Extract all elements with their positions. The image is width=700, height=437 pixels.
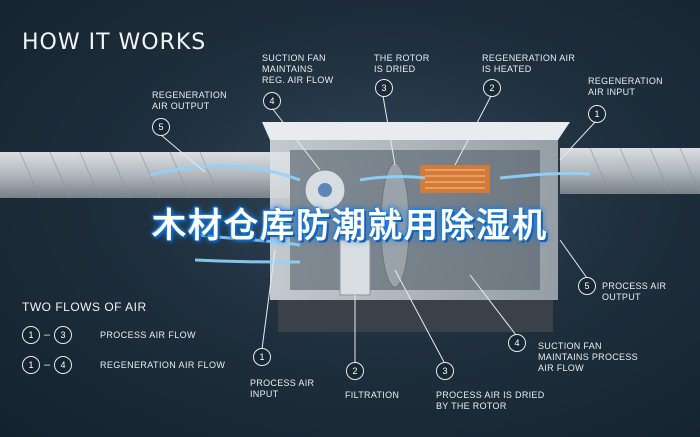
callout-regeneration-air-output-label: REGENERATION AIR OUTPUT — [152, 90, 227, 111]
leader-lines — [160, 95, 597, 363]
flow-row-regeneration: 1 – 4 REGENERATION AIR FLOW — [22, 355, 225, 375]
flow-regeneration-from-badge: 1 — [22, 356, 40, 374]
callout-regeneration-input-label: REGENERATION AIR INPUT — [588, 76, 663, 97]
filter — [339, 239, 371, 296]
callout-regeneration-heated-label: REGENERATION AIR IS HEATED — [482, 53, 576, 74]
flow-regeneration-label: REGENERATION AIR FLOW — [100, 360, 226, 370]
callout-3-top-badge: 3 — [375, 79, 393, 97]
flow-regeneration-dash: – — [43, 359, 51, 371]
flow-process-to-badge: 3 — [54, 326, 72, 344]
callout-filtration-label: FILTRATION — [345, 390, 400, 400]
flow-process-from-badge: 1 — [22, 326, 40, 344]
callout-4-bottom-badge: 4 — [508, 334, 526, 352]
cabinet-base — [278, 300, 553, 332]
cabinet-top — [262, 122, 570, 140]
callout-3-bottom-badge: 3 — [436, 362, 454, 380]
left-duct — [0, 152, 290, 198]
overlay-title: 木材仓库防潮就用除湿机 — [152, 206, 548, 246]
callout-suction-fan-reg-label: SUCTION FAN MAINTAINS REG. AIR FLOW — [262, 53, 334, 85]
callout-2-bottom-badge: 2 — [346, 362, 364, 380]
callout-process-air-dried-label: PROCESS AIR IS DRIED BY THE ROTOR — [436, 390, 545, 411]
flow-process-dash: – — [43, 329, 51, 341]
callout-process-air-output-label: PROCESS AIR OUTPUT — [602, 281, 667, 302]
flow-process-label: PROCESS AIR FLOW — [100, 330, 196, 340]
callout-4-top-badge: 4 — [263, 92, 281, 110]
heater-coils — [425, 169, 485, 189]
callout-process-air-input-label: PROCESS AIR INPUT — [250, 378, 315, 399]
heater — [420, 165, 490, 193]
callout-5-bottom-badge: 5 — [578, 277, 596, 295]
right-duct-ribs — [589, 147, 700, 195]
airflow-streams — [149, 164, 591, 264]
left-duct-ribs — [19, 151, 221, 199]
flow-row-process: 1 – 3 PROCESS AIR FLOW — [22, 325, 196, 345]
page-heading: HOW IT WORKS — [22, 30, 207, 55]
flow-regeneration-to-badge: 4 — [54, 356, 72, 374]
callout-suction-fan-process-label: SUCTION FAN MAINTAINS PROCESS AIR FLOW — [538, 341, 638, 373]
flows-legend-title: TWO FLOWS OF AIR — [22, 300, 147, 314]
callout-1-top-badge: 1 — [588, 105, 606, 123]
callout-1-bottom-badge: 1 — [253, 348, 271, 366]
callout-rotor-dried-label: THE ROTOR IS DRIED — [374, 53, 430, 74]
callout-2-top-badge: 2 — [483, 79, 501, 97]
callout-5-top-badge: 5 — [152, 118, 170, 136]
